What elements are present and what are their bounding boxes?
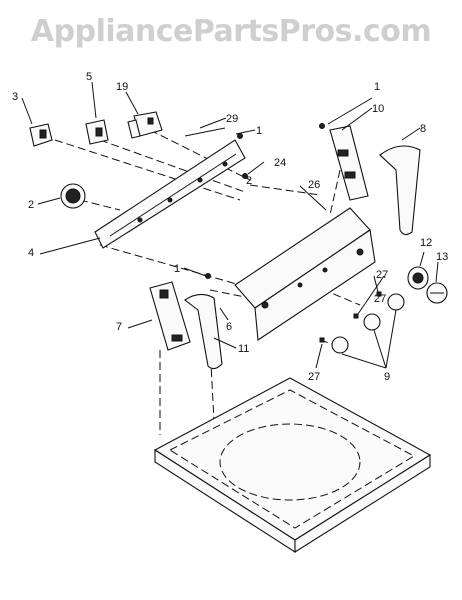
callout-1-top-center: 1 [256, 125, 262, 137]
callout-1-top-right: 1 [374, 81, 380, 93]
cabinet-top [153, 377, 432, 554]
callout-27-upper: 27 [376, 269, 388, 281]
part-26-console [234, 207, 376, 341]
part-24-screw [242, 173, 248, 179]
callout-labels: 3 5 19 29 1 10 8 24 2 2 26 1 12 13 4 27 … [12, 71, 448, 383]
watermark: AppliancePartsPros.com [30, 14, 432, 49]
callout-1-left: 1 [174, 263, 180, 275]
callout-4: 4 [28, 247, 34, 259]
callout-2-right: 2 [246, 175, 252, 187]
callout-13: 13 [436, 251, 448, 263]
part-7-bracket-left [149, 281, 191, 351]
callout-12: 12 [420, 237, 432, 249]
callout-11: 11 [238, 343, 249, 355]
part-2-knob [60, 183, 86, 209]
leader-lines [21, 81, 439, 369]
part-11-end-cap-left [184, 293, 223, 370]
callout-24: 24 [274, 157, 286, 169]
callout-3: 3 [12, 91, 18, 103]
callout-26: 26 [308, 179, 320, 191]
part-1-screws [205, 123, 325, 279]
part-3-switch [29, 123, 53, 147]
callout-7: 7 [116, 321, 122, 333]
part-4-control-plate [94, 139, 246, 249]
callout-19: 19 [116, 81, 128, 93]
part-29-rod [184, 127, 226, 137]
part-13-knob-cap [426, 282, 448, 304]
part-10-bracket [329, 125, 369, 201]
part-27-clips [319, 291, 382, 343]
part-12-knob [407, 266, 429, 290]
part-9-knobs [331, 293, 405, 354]
callout-29: 29 [226, 113, 238, 125]
callout-10: 10 [372, 103, 384, 115]
callout-9: 9 [384, 371, 390, 383]
callout-27-lower: 27 [308, 371, 320, 383]
callout-27-right: 27 [374, 293, 386, 305]
part-5-switch [85, 119, 109, 145]
callout-5: 5 [86, 71, 92, 83]
part-8-end-cap-right [379, 145, 421, 236]
callout-8: 8 [420, 123, 426, 135]
part-19-switch-block [127, 111, 163, 139]
callout-6: 6 [226, 321, 232, 333]
callout-2-left: 2 [28, 199, 34, 211]
corner-mark: ‘ [4, 0, 7, 8]
